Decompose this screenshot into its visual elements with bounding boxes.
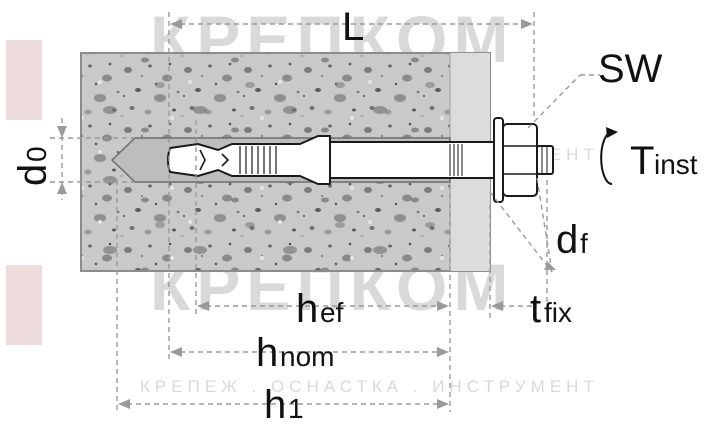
label-df-main: d [556,218,578,262]
washer [493,117,504,203]
torque-arrow-icon [600,127,618,185]
label-tfix-sub: fix [544,297,572,328]
label-hnom-main: h [256,331,278,375]
labels: L SW d 0 T inst d f h ef t fix h nom h 1 [11,5,698,427]
label-df-sub: f [580,228,588,259]
thread-marks [449,144,463,176]
label-hnom-sub: nom [280,341,334,372]
label-hef-main: h [296,287,318,331]
hex-nut [502,123,538,197]
watermark-tagline-bottom: КРЕПЕЖ . ОСНАСТКА . ИНСТРУМЕНТ [140,377,599,396]
label-d0-sub: 0 [21,146,52,162]
dimension-lines [50,12,600,412]
label-L: L [342,5,364,49]
label-d0-main: d [11,164,55,186]
label-SW: SW [598,47,663,91]
label-tinst-sub: inst [654,149,698,180]
label-h1-main: h [264,383,286,427]
watermark-logo-icon [6,40,42,345]
label-d0: d 0 [11,146,55,186]
label-tfix-main: t [530,287,541,331]
label-hef-sub: ef [320,297,344,328]
rod-end [536,145,554,175]
label-h1-sub: 1 [288,393,304,424]
label-tinst-main: T [630,139,654,183]
anchor-bolt [167,117,554,203]
